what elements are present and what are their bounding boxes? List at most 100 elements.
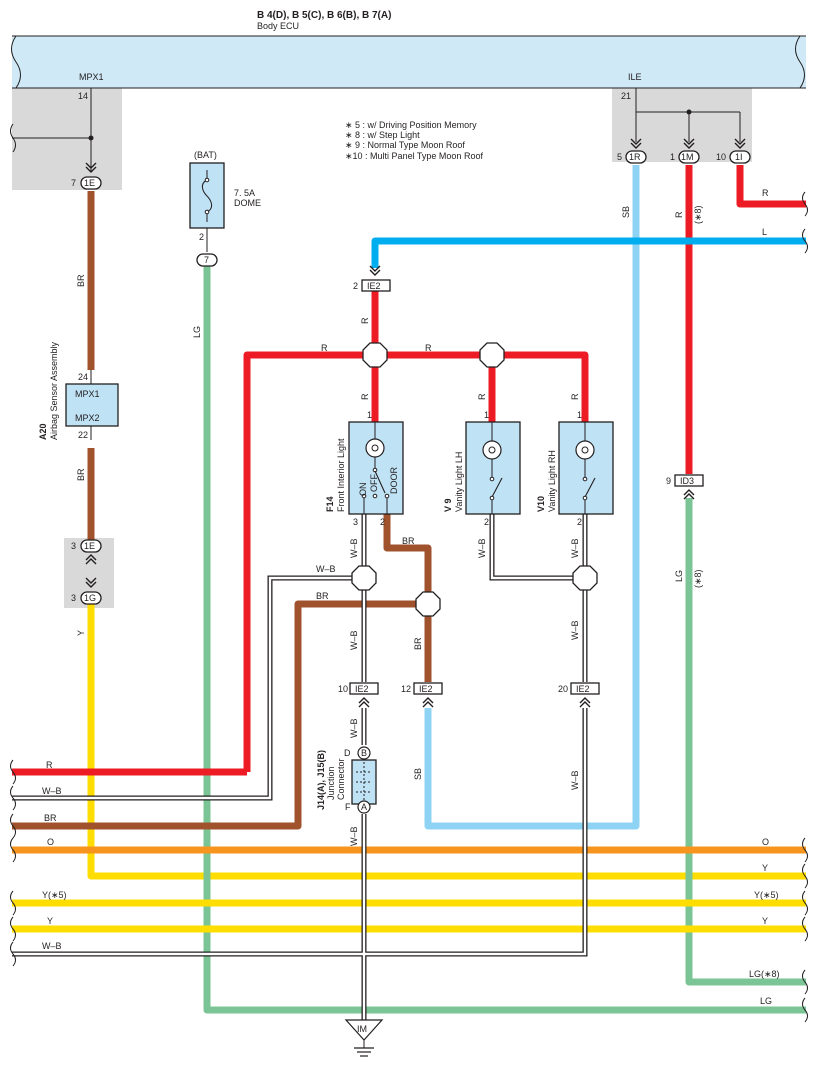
airbag-sensor-box <box>65 383 119 427</box>
ground-label: IM <box>357 1024 367 1034</box>
wire-y-left <box>87 604 806 880</box>
c7-pin: 2 <box>199 232 204 242</box>
bus-r: R <box>46 760 53 770</box>
front-interior-light <box>348 421 404 515</box>
bus-y-left2: Y <box>47 916 53 926</box>
wire-runs <box>12 165 806 1014</box>
chevron-down-icon <box>630 138 642 149</box>
label-r-vert: R <box>674 211 684 218</box>
vlh-code: V 9 <box>443 498 453 512</box>
note-5: ∗ 5 : w/ Driving Position Memory <box>345 120 477 130</box>
label-lg-left: LG <box>192 326 202 338</box>
splice-4 <box>415 591 441 617</box>
label-wb-lower: W–B <box>570 770 580 790</box>
bus-o-right: O <box>762 837 769 847</box>
airbag-pin-22: 22 <box>78 430 88 440</box>
f14-pos-door: DOOR <box>389 466 399 494</box>
junction-line1: Junction <box>326 766 336 800</box>
vrh-code: V10 <box>536 496 546 512</box>
label-sb-upper: SB <box>621 206 631 218</box>
c1e-top-pin: 7 <box>71 178 76 188</box>
chevron-up-icon <box>683 489 695 500</box>
label-r-ie2: R <box>360 317 370 324</box>
bus-o-left: O <box>47 837 54 847</box>
junction-code: J14(A), J15(B) <box>316 750 326 810</box>
chevron-down-icon <box>85 577 97 588</box>
c7-label: 7 <box>204 255 209 265</box>
ie2-10-label: IE2 <box>355 684 369 694</box>
wb-wires <box>12 514 588 1020</box>
fuse-source: (BAT) <box>194 150 217 160</box>
chevron-down-icon <box>369 265 381 276</box>
bus-y-right: Y <box>762 863 768 873</box>
note-8: ∗ 8 : w/ Step Light <box>345 130 420 140</box>
airbag-code: A20 <box>38 423 48 440</box>
splice-1 <box>362 342 388 368</box>
c1r-pin: 5 <box>617 152 622 162</box>
label-r-rh: R <box>570 393 580 400</box>
f14-pin-1: 1 <box>367 410 372 420</box>
ground-im <box>344 1019 384 1057</box>
splice-5 <box>572 565 598 591</box>
fuse-name: DOME <box>234 198 261 208</box>
label-lg-right: LG <box>674 570 684 582</box>
label-r-vert-note: (∗8) <box>693 205 703 224</box>
bus-y5-left: Y(∗5) <box>42 890 67 900</box>
c1g-pin: 3 <box>71 593 76 603</box>
body-ecu-bar <box>11 35 806 89</box>
label-sb-lower: SB <box>413 768 423 780</box>
connector-1e-mid <box>80 539 102 553</box>
ie2-12-pin: 12 <box>401 684 411 694</box>
chevron-down-icon <box>683 138 695 149</box>
wire-r-1i <box>736 165 806 208</box>
grey-zones <box>12 82 752 608</box>
break-marks <box>10 123 808 1023</box>
vrh-pin-1: 1 <box>577 410 582 420</box>
label-r-mid-h: R <box>425 343 432 353</box>
c1e-mid-label: 1E <box>84 541 95 551</box>
connector-1e-top <box>80 176 102 190</box>
splice-3 <box>351 565 377 591</box>
junction-line2: Connector <box>336 758 346 800</box>
ecu-terminal-ile: ILE <box>628 72 642 82</box>
f14-pos-on: ON <box>358 483 368 497</box>
bus-y5-right: Y(∗5) <box>754 890 779 900</box>
ecu-name: Body ECU <box>257 21 299 31</box>
connector-ie2-20 <box>570 682 600 695</box>
label-r-lh: R <box>477 393 487 400</box>
ie2-10-pin: 10 <box>338 684 348 694</box>
ecu-pin-14: 14 <box>78 91 88 101</box>
connector-1m <box>678 150 700 164</box>
connector-id3 <box>674 474 704 487</box>
wire-l-blue <box>371 237 806 268</box>
bus-lg-right: LG <box>760 996 772 1006</box>
wire-lg-left <box>203 266 806 1014</box>
note-9: ∗ 9 : Normal Type Moon Roof <box>345 140 465 150</box>
bus-wb2: W–B <box>42 941 62 951</box>
label-lg-right-note: (∗8) <box>693 569 703 588</box>
airbag-term-mpx1: MPX1 <box>75 389 100 399</box>
chevron-up-icon <box>579 697 591 708</box>
c1m-label: 1M <box>681 152 694 162</box>
junction-pin-a: A <box>361 802 367 812</box>
vanity-light-rh <box>558 421 614 515</box>
vlh-pin-1: 1 <box>484 410 489 420</box>
fuse-dome <box>189 162 225 229</box>
chevron-down-icon <box>734 138 746 149</box>
connector-ie2-top <box>361 279 391 292</box>
note-10: ∗10 : Multi Panel Type Moon Roof <box>345 151 483 161</box>
c1e-mid-pin: 3 <box>71 541 76 551</box>
c1e-top-label: 1E <box>84 178 95 188</box>
ie2-20-label: IE2 <box>576 684 590 694</box>
f14-pos-off: OFF <box>369 474 379 492</box>
label-br-vert: BR <box>413 637 423 650</box>
airbag-name: Airbag Sensor Assembly <box>49 341 59 440</box>
vrh-name: Vanity Light RH <box>547 450 557 512</box>
label-br-branch: BR <box>316 591 329 601</box>
airbag-pin-24: 24 <box>78 372 88 382</box>
splice-points <box>351 342 598 617</box>
label-wb-lh: W–B <box>477 538 487 558</box>
thin-wires <box>12 88 741 440</box>
vrh-pin-2: 2 <box>577 517 582 527</box>
connector-1r <box>625 150 647 164</box>
